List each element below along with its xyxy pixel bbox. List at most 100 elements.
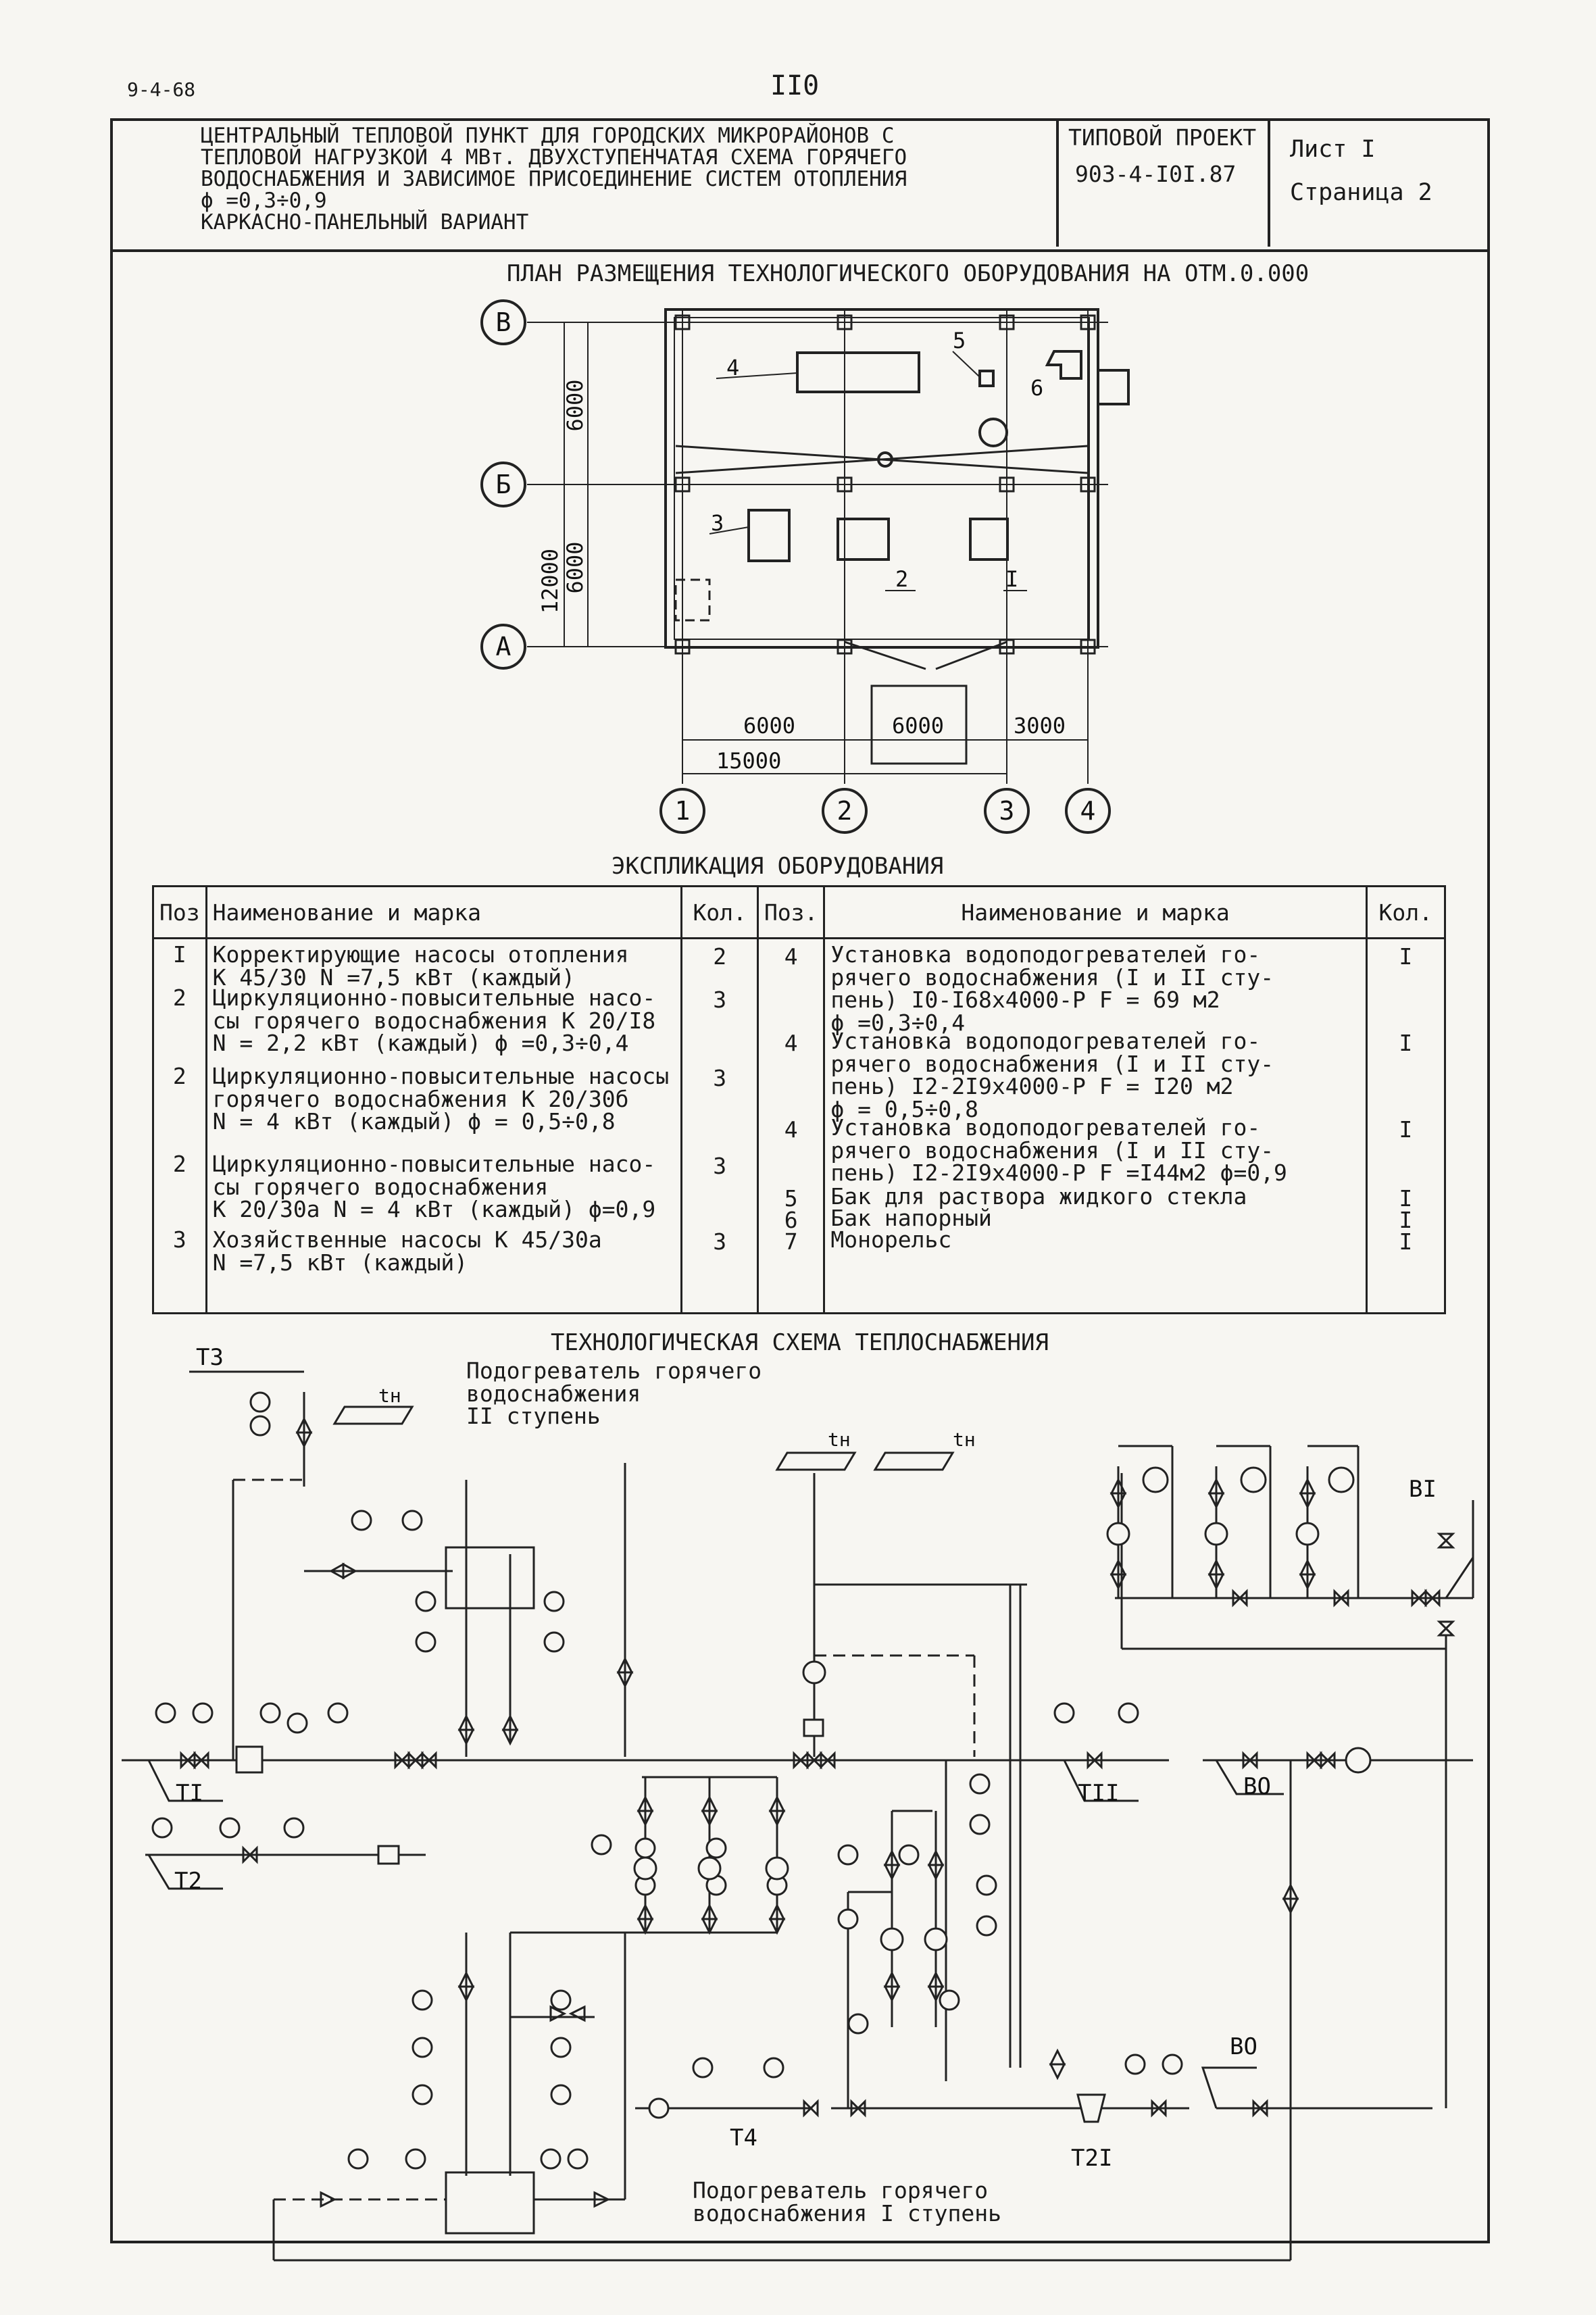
axis-label-V: В [496,307,512,337]
leader-T11 [1063,1760,1139,1802]
left-pos-1: I [172,941,186,968]
left-name-4: Циркуляционно-повысительные насо- сы гор… [212,1151,656,1223]
left-qty-col: 2 3 3 3 3 [680,937,759,1314]
dim-v-1: 6000 [562,379,588,431]
scheme-title: ТЕХНОЛОГИЧЕСКАЯ СХЕМА ТЕПЛОСНАБЖЕНИЯ [551,1329,1049,1356]
left-qty-2: 3 [713,987,727,1013]
right-pos-3: 4 [784,1116,798,1143]
temp-sensor-3 [873,1451,955,1471]
left-pos-3: 2 [172,1063,186,1089]
explication-table: Поз Наименование и марка Кол. Поз. Наиме… [152,885,1447,1314]
dim-h-total: 15000 [716,748,781,774]
axis-bubble-A [480,624,526,670]
title-cell: ЦЕНТРАЛЬНЫЙ ТЕПЛОВОЙ ПУНКТ ДЛЯ ГОРОДСКИХ… [113,121,1059,247]
equip-mark-5: 5 [953,328,966,353]
right-name-2: Установка водоподогревателей го- рячего … [830,1028,1274,1122]
pipe-label-T2: T2 [174,1868,202,1895]
plan-monorail-b [675,445,1089,474]
left-qty-3: 3 [713,1065,727,1091]
title-line-1: ЦЕНТРАЛЬНЫЙ ТЕПЛОВОЙ ПУНКТ ДЛЯ ГОРОДСКИХ… [201,124,895,148]
temp-label-3: tн [953,1428,976,1451]
left-name-1: Корректирующие насосы отопления К 45/30 … [212,941,629,991]
plan-vestibule [1097,369,1130,405]
right-name-7: Монорельс [830,1226,952,1253]
dim-v-2: 6000 [562,541,588,593]
heater-stage-2-label: Подогреватель горячего водоснабжения II … [466,1358,762,1430]
axis-bubble-4 [1065,788,1111,834]
temp-label-1: tн [378,1385,401,1407]
pipe-label-T4: T4 [730,2124,757,2151]
axis-label-3: 3 [999,796,1015,826]
plan-equipment-dashed [674,578,711,622]
header-qty: Кол. [680,885,759,939]
equip-mark-4: 4 [726,355,739,380]
sheet-number: Лист I [1290,136,1376,163]
title-line-4: ϕ =0,3÷0,9 [201,189,327,213]
axis-label-A: А [496,632,512,662]
left-pos-col: I 2 2 2 3 [152,937,207,1314]
title-line-2: ТЕПЛОВОЙ НАГРУЗКОЙ 4 МВт. ДВУХСТУПЕНЧАТА… [201,145,907,170]
right-qty-3: I [1399,1116,1413,1143]
table-header-row: Поз Наименование и марка Кол. Поз. Наиме… [152,885,1447,939]
equip-mark-6: 6 [1030,375,1043,401]
temp-sensor-1 [332,1405,414,1425]
right-qty-7: I [1399,1228,1413,1255]
drawing-frame: ЦЕНТРАЛЬНЫЙ ТЕПЛОВОЙ ПУНКТ ДЛЯ ГОРОДСКИХ… [110,118,1490,2243]
right-name-6: Бак напорный [830,1205,992,1231]
dim-h-2: 6000 [892,713,944,739]
plan-equipment-6 [978,418,1008,447]
pipe-label-B1: BI [1409,1476,1437,1503]
header-qty-2: Кол. [1365,885,1447,939]
plan-title: ПЛАН РАЗМЕЩЕНИЯ ТЕХНОЛОГИЧЕСКОГО ОБОРУДО… [507,260,1310,287]
plan-equipment-I [969,518,1009,561]
right-name-col: Установка водоподогревателей го- рячего … [823,937,1368,1314]
axis-label-2: 2 [837,796,853,826]
pipe-label-T3: ТЗ [196,1344,224,1371]
header-name: Наименование и марка [205,885,683,939]
leader-B0-lower [1201,2066,1257,2109]
axis-bubble-3 [984,788,1030,834]
axis-bubble-1 [659,788,705,834]
plan-stair [1045,350,1082,380]
right-qty-6: I [1399,1207,1413,1233]
left-pos-2: 2 [172,985,186,1011]
heater-stage-2 [445,1546,535,1610]
left-name-col: Корректирующие насосы отопления К 45/30 … [205,937,683,1314]
left-qty-4: 3 [713,1153,727,1179]
dim-h-1: 6000 [743,713,795,739]
heater-stage-1-label: Подогреватель горячего водоснабжения I с… [693,2177,1001,2226]
right-name-5: Бак для раствора жидкого стекла [830,1183,1247,1210]
floor-plan: В Б А 1 2 3 4 6000 6000 12000 6000 6000 … [480,299,1130,834]
right-pos-5: 5 [784,1185,798,1212]
plan-monorail-hoist [877,451,893,468]
page-number: II0 [770,70,820,101]
right-qty-2: I [1399,1030,1413,1056]
right-qty-col: I I I I I I [1365,937,1447,1314]
equip-mark-2: 2 [895,566,908,592]
left-pos-4: 2 [172,1151,186,1177]
temp-sensor-2 [775,1451,857,1471]
title-block: ЦЕНТРАЛЬНЫЙ ТЕПЛОВОЙ ПУНКТ ДЛЯ ГОРОДСКИХ… [113,121,1487,252]
project-cell: ТИПОВОЙ ПРОЕКТ 903-4-I0I.87 [1059,121,1270,247]
leader-T1 [147,1760,223,1802]
plan-door-swing [844,641,1007,670]
header-pos-2: Поз. [756,885,826,939]
axis-label-1: 1 [675,796,691,826]
equip-mark-3: 3 [711,510,724,536]
left-name-2: Циркуляционно-повысительные насо- сы гор… [212,985,656,1057]
pipe-label-B0: BO [1243,1773,1271,1800]
plan-equipment-3 [747,509,791,562]
header-name-2: Наименование и марка [823,885,1368,939]
plan-equipment-4 [796,351,920,393]
project-label: ТИПОВОЙ ПРОЕКТ [1068,124,1257,151]
pipe-label-T1: TI [176,1780,203,1807]
heater-stage-1 [445,2171,535,2235]
right-pos-col: 4 4 4 5 6 7 [756,937,826,1314]
table-body-row: I 2 2 2 3 Корректирующие насосы отоплени… [152,937,1447,1314]
left-qty-5: 3 [713,1228,727,1255]
right-qty-1: I [1399,943,1413,970]
plan-annex [870,684,968,765]
right-pos-7: 7 [784,1228,798,1255]
temp-label-2: tн [828,1428,851,1451]
